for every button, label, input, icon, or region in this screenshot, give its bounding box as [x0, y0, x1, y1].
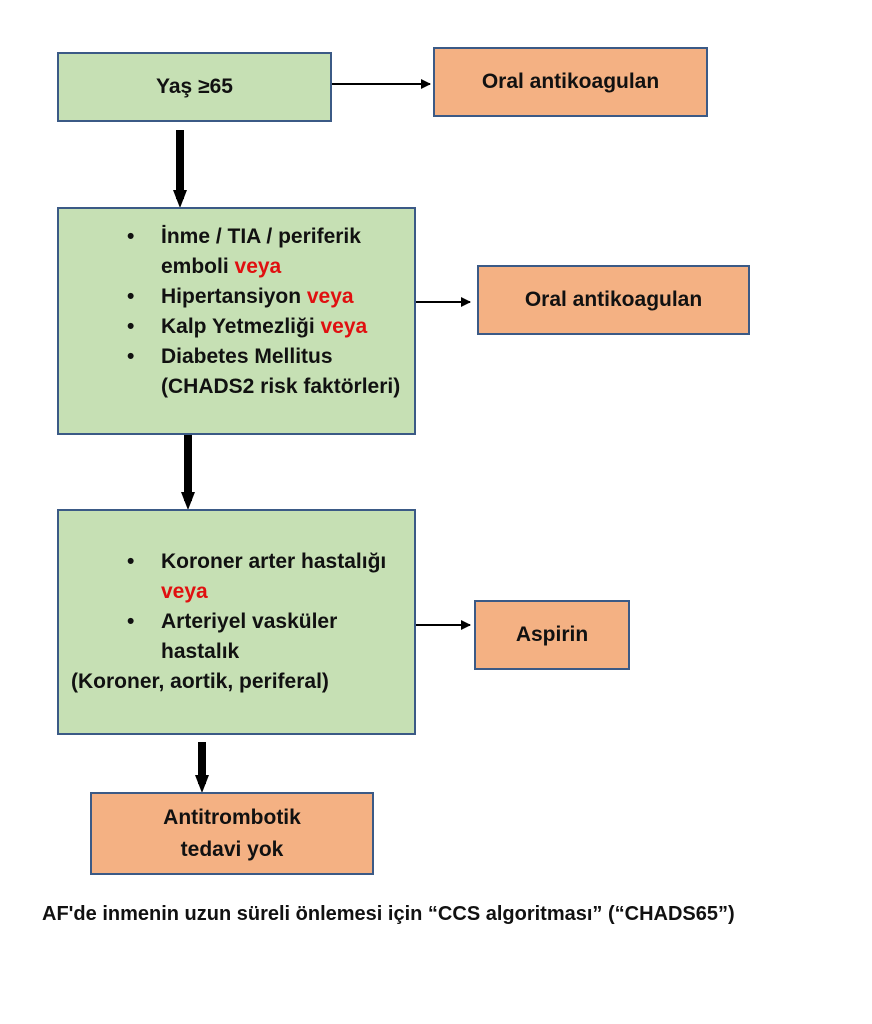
aspirin-label: Aspirin: [515, 623, 589, 646]
no-antithrombotic-box: Antitrombotik tedavi yok: [90, 792, 374, 875]
arterial-disease-box: Koroner arter hastalığı veya Arteriyel v…: [57, 509, 416, 735]
conjunction-or: veya: [320, 315, 368, 338]
list-item: Koroner arter hastalığı veya: [127, 547, 414, 607]
arterial-disease-list: Koroner arter hastalığı veya Arteriyel v…: [127, 547, 414, 667]
figure-caption: AF'de inmenin uzun süreli önlemesi için …: [42, 903, 735, 925]
chads2-note: (CHADS2 risk faktörleri): [161, 375, 401, 398]
conjunction-or: veya: [306, 285, 354, 308]
oral-anticoagulant-label-1: Oral antikoagulan: [481, 70, 660, 93]
age-label: Yaş ≥65: [156, 75, 233, 98]
age-box: Yaş ≥65: [57, 52, 332, 122]
chads2-risk-list: İnme / TIA / periferik emboli veya Hiper…: [127, 222, 414, 372]
oral-anticoagulant-box-2: Oral antikoagulan: [477, 265, 750, 335]
oral-anticoagulant-label-2: Oral antikoagulan: [524, 288, 703, 311]
oral-anticoagulant-box-1: Oral antikoagulan: [433, 47, 708, 117]
conjunction-or: veya: [161, 580, 208, 603]
chads2-risk-box: İnme / TIA / periferik emboli veya Hiper…: [57, 207, 416, 435]
aspirin-box: Aspirin: [474, 600, 630, 670]
list-item: Arteriyel vasküler hastalık: [127, 607, 414, 667]
conjunction-or: veya: [234, 255, 282, 278]
arterial-disease-note: (Koroner, aortik, periferal): [71, 670, 329, 693]
list-item: Hipertansiyon veya: [127, 282, 414, 312]
no-antithrombotic-line2: tedavi yok: [180, 837, 284, 861]
list-item: Kalp Yetmezliği veya: [127, 312, 414, 342]
no-antithrombotic-line1: Antitrombotik: [163, 805, 301, 829]
list-item: Diabetes Mellitus: [127, 342, 414, 372]
list-item: İnme / TIA / periferik emboli veya: [127, 222, 414, 282]
